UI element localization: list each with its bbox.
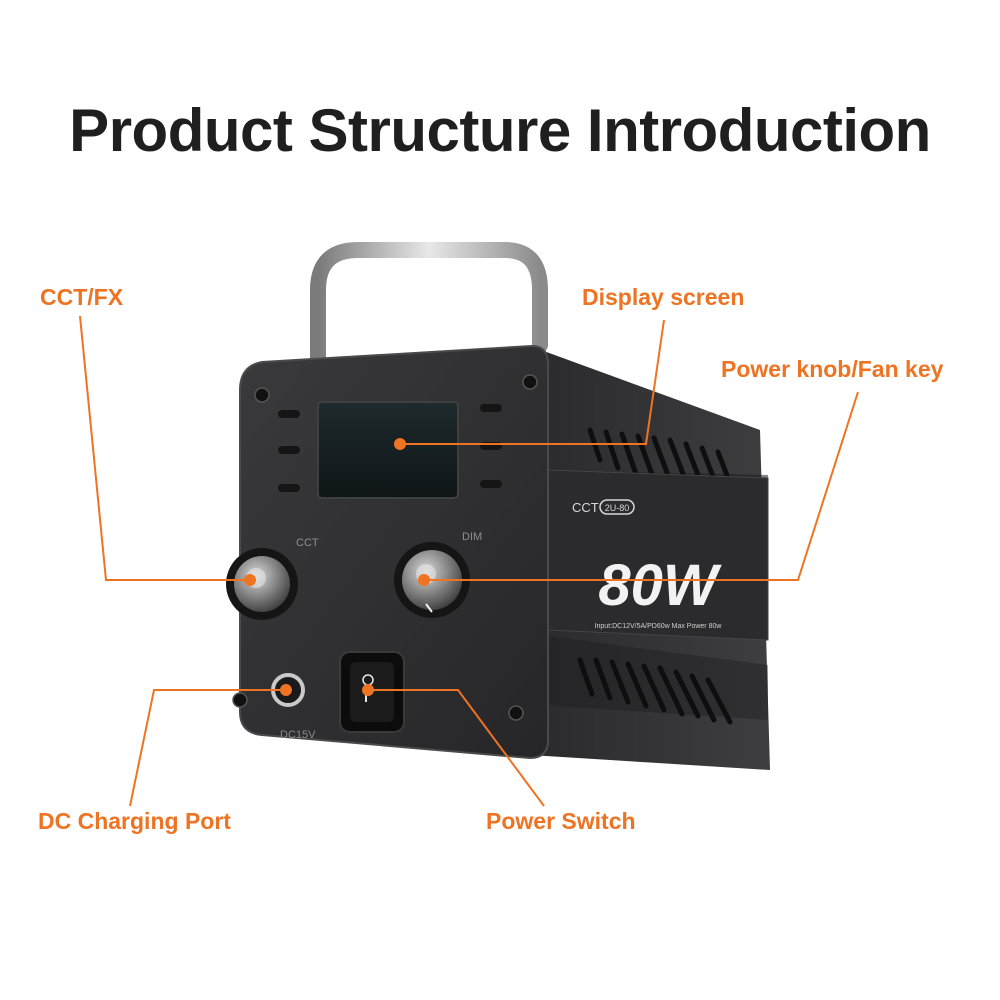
page-title: Product Structure Introduction [69,97,931,164]
screw-top-left [254,387,270,403]
leader-dc [129,689,286,807]
panel-cct-text: CCT [572,500,599,515]
screw-bottom-right [508,705,524,721]
dot-dc [280,684,292,696]
callout-cct-fx: CCT/FX [40,284,124,310]
callout-leaders [79,315,859,807]
front-vent-slots [278,404,502,492]
dot-cct-fx [244,574,256,586]
panel-model-text: 2U-80 [605,503,630,513]
leader-switch [368,689,545,807]
callout-display-screen: Display screen [582,284,745,310]
screw-bottom-left [232,692,248,708]
panel-screws [232,374,538,721]
callout-dc-charging-port: DC Charging Port [38,808,231,834]
dot-power-knob [418,574,430,586]
carry-handle [310,242,548,368]
dot-display [394,438,406,450]
leader-power-knob [424,391,859,581]
screw-top-right [522,374,538,390]
cct-fx-knob[interactable] [226,548,298,620]
knob-left-label: CCT [296,537,319,549]
callout-dots [244,438,430,696]
side-vents-lower [577,657,733,725]
leader-display [400,319,665,445]
power-rating-text: 80W [598,553,722,618]
leader-cct-fx [79,315,250,581]
dot-switch [362,684,374,696]
callout-power-knob: Power knob/Fan key [721,356,944,382]
display-screen [317,401,459,499]
dc-port-label: DC15V [280,729,316,741]
input-spec-text: Input:DC12V/5A/PD60w Max Power 80w [595,623,723,630]
knob-right-label: DIM [462,531,482,543]
callout-power-switch: Power Switch [486,808,636,834]
